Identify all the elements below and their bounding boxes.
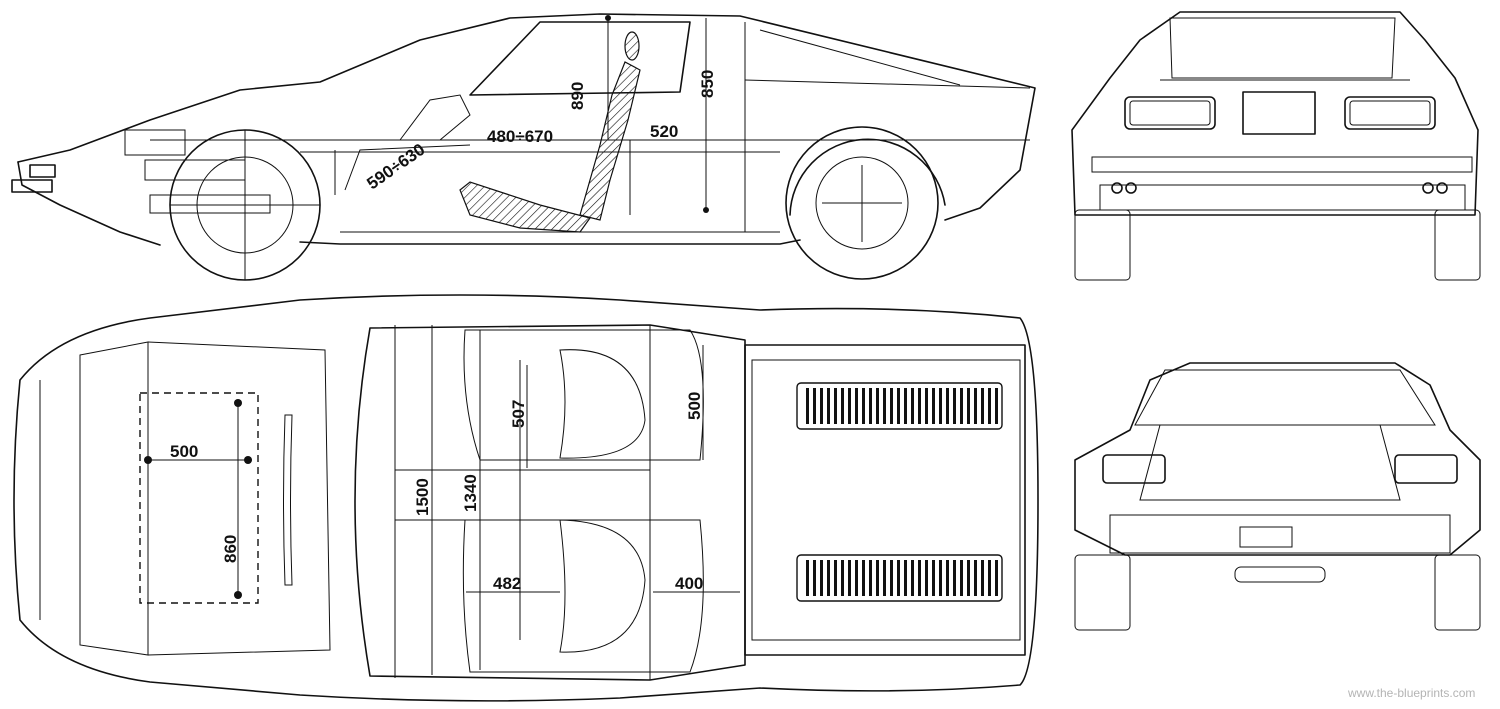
dim-seat-length: 507 [509, 400, 528, 428]
watermark: www.the-blueprints.com [1347, 686, 1475, 700]
side-view: 590÷630 480÷670 890 850 520 [11, 13, 1036, 281]
dim-seat-range: 480÷670 [487, 127, 553, 146]
dim-headroom-roof: 850 [698, 70, 717, 98]
dim-headroom-seat: 890 [568, 82, 587, 110]
dim-frunk-width: 500 [170, 442, 198, 461]
dim-footwell: 400 [675, 574, 703, 593]
rear-view [1071, 11, 1481, 281]
top-view: 500 860 1500 1340 507 500 482 400 [13, 294, 1039, 702]
dim-frunk-length: 860 [221, 535, 240, 563]
dim-seat-width: 482 [493, 574, 521, 593]
dim-width-inner: 1340 [461, 474, 480, 512]
dim-width-outer: 1500 [413, 478, 432, 516]
dim-pedal-range: 590÷630 [363, 140, 428, 193]
dim-rear-length: 500 [685, 392, 704, 420]
front-view [1074, 362, 1481, 631]
dim-seat-height: 520 [650, 122, 678, 141]
